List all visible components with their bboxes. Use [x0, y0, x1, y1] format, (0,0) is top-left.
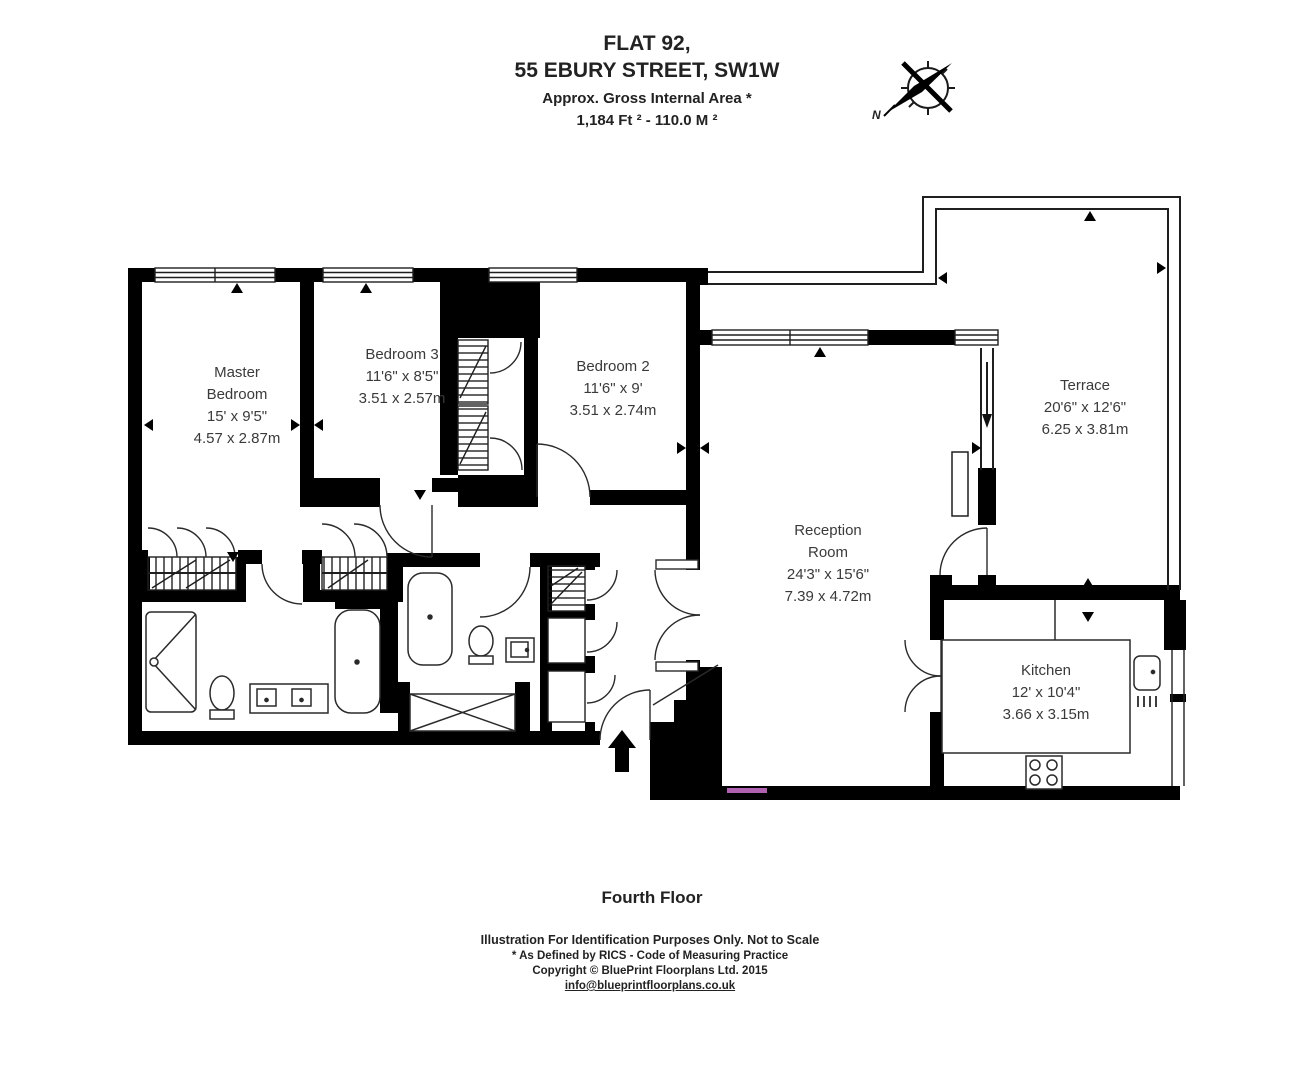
kitchen-double-doors [904, 639, 942, 713]
room-label-terrace: Terrace 20'6" x 12'6" 6.25 x 3.81m [1042, 375, 1129, 441]
room-name: Terrace [1059, 377, 1111, 394]
reception-double-doors [654, 559, 701, 672]
room-dims-imperial: 20'6" x 12'6" [1043, 399, 1127, 416]
room-label-bedroom-2: Bedroom 2 11'6" x 9' 3.51 x 2.74m [570, 356, 657, 422]
compass-north-label: N [872, 108, 881, 122]
bathroom-fixtures [145, 572, 535, 732]
room-name: Reception Room [794, 522, 862, 561]
toilet [468, 625, 494, 665]
footer-block: Illustration For Identification Purposes… [481, 933, 820, 992]
reception-window [711, 329, 869, 346]
dishwasher-vents [1137, 696, 1157, 707]
area-note: Approx. Gross Internal Area * [542, 90, 752, 107]
closet-lower [457, 405, 489, 471]
bathroom2-door [479, 566, 531, 618]
entrance-splay [652, 664, 719, 706]
room-dims-metric: 4.57 x 2.87m [193, 430, 281, 447]
sliding-door [951, 348, 994, 517]
hall-cupboard [547, 617, 586, 664]
disclaimer-text: Illustration For Identification Purposes… [480, 933, 820, 947]
room-name: Master Bedroom [206, 364, 268, 403]
room-dims-metric: 6.25 x 3.81m [1041, 421, 1129, 438]
windows [154, 267, 1185, 786]
area-value: 1,184 Ft ² - 110.0 M ² [576, 112, 718, 129]
double-vanity [249, 683, 329, 714]
rics-note: * As Defined by RICS - Code of Measuring… [511, 950, 789, 962]
kitchen-fixtures [941, 600, 1161, 790]
room-dims-imperial: 11'6" x 9' [583, 380, 643, 397]
address-title: 55 EBURY STREET, SW1W [514, 59, 780, 82]
wardrobes [147, 339, 586, 723]
copyright-text: Copyright © BluePrint Floorplans Ltd. 20… [532, 965, 768, 977]
room-dims-metric: 3.51 x 2.74m [569, 402, 657, 419]
kitchen-sink [1133, 655, 1161, 691]
master-wardrobe-doors [147, 527, 236, 558]
cupboard-doors [586, 569, 618, 704]
terrace-boundary [708, 196, 1181, 590]
floor-label: Fourth Floor [601, 888, 703, 907]
bedroom3-door [379, 504, 433, 558]
room-label-bedroom-3: Bedroom 3 11'6" x 8'5" 3.51 x 2.57m [359, 344, 446, 410]
room-dims-imperial: 11'6" x 8'5" [365, 368, 439, 385]
room-dims-imperial: 15' x 9'5" [206, 408, 268, 425]
room-dims-imperial: 24'3" x 15'6" [786, 566, 870, 583]
closet-doors [489, 341, 523, 471]
compass-icon: N [872, 61, 955, 122]
reception-glass-panel [954, 329, 999, 346]
toilet [209, 675, 235, 720]
room-label-master-bedroom: Master Bedroom 15' x 9'5" 4.57 x 2.87m [191, 362, 283, 450]
room-dims-metric: 3.66 x 3.15m [1002, 706, 1090, 723]
entrance-door [599, 689, 651, 741]
flat-title: FLAT 92, [603, 32, 691, 55]
terrace-door [939, 527, 988, 576]
linen-closet [547, 565, 586, 612]
slide-direction-arrow [982, 414, 992, 428]
bathtub [407, 572, 453, 666]
master-wardrobe [147, 556, 237, 591]
kitchen-window [1171, 650, 1185, 786]
room-dims-imperial: 12' x 10'4" [1011, 684, 1081, 701]
interior-walls [128, 268, 686, 731]
highlight-artifact [727, 788, 767, 793]
entrance-arrow [608, 730, 636, 772]
email-link[interactable]: info@blueprintfloorplans.co.uk [564, 980, 736, 992]
bedroom-window [154, 267, 276, 283]
kitchen-island [941, 639, 1131, 754]
hob [1025, 755, 1063, 790]
basin [505, 637, 535, 663]
hall-cupboard [547, 670, 586, 723]
room-label-kitchen: Kitchen 12' x 10'4" 3.66 x 3.15m [1003, 660, 1090, 726]
shower [145, 611, 197, 713]
room-name: Bedroom 2 [576, 358, 650, 375]
room-name: Bedroom 3 [365, 346, 439, 363]
master-bedroom-door [261, 563, 303, 605]
room-dims-metric: 7.39 x 4.72m [784, 588, 872, 605]
hall-wardrobe-doors [321, 523, 388, 558]
title-block: FLAT 92, 55 EBURY STREET, SW1W Approx. G… [515, 30, 780, 129]
room-label-reception-room: Reception Room 24'3" x 15'6" 7.39 x 4.72… [773, 520, 883, 608]
room-name: Kitchen [1020, 662, 1072, 679]
room-dims-metric: 3.51 x 2.57m [358, 390, 446, 407]
hall-wardrobe [321, 556, 388, 591]
bathtub [334, 609, 381, 714]
utility-cupboard [409, 693, 516, 732]
bedroom2-door [536, 443, 591, 498]
bedroom-window [322, 267, 414, 283]
doors [147, 341, 988, 741]
bedroom-window [488, 267, 578, 283]
dimension-ticks [144, 211, 1166, 797]
closet-upper [457, 339, 489, 405]
